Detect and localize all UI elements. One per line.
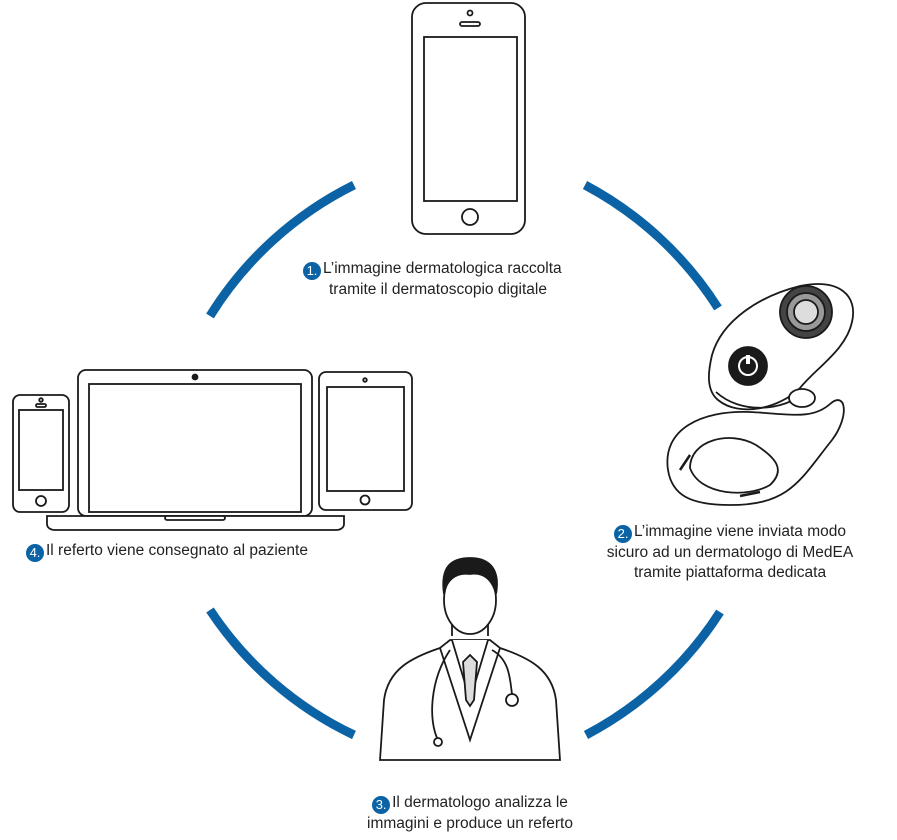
step-2-line-2: sicuro ad un dermatologo di MedEA bbox=[606, 544, 854, 561]
ring-arc-top-left bbox=[206, 180, 357, 319]
cycle-ring bbox=[206, 180, 724, 740]
devices-icon bbox=[12, 369, 413, 531]
step-4-badge: 4. bbox=[26, 544, 44, 562]
step-3-caption: 3.Il dermatologo analizza le immagini e … bbox=[330, 793, 610, 834]
step-4-line-1: Il referto viene consegnato al paziente bbox=[46, 542, 308, 559]
step-2-line-3: tramite piattaforma dedicata bbox=[633, 564, 827, 581]
step-2-line-1: L’immagine viene inviata modo bbox=[634, 523, 846, 540]
ring-arc-bottom-right bbox=[583, 609, 724, 739]
step-1-line-2: tramite il dermatoscopio digitale bbox=[329, 281, 547, 298]
doctor-icon bbox=[379, 557, 561, 761]
ring-arc-bottom-left bbox=[206, 607, 356, 740]
step-3-badge: 3. bbox=[372, 796, 391, 814]
step-3-line-2: immagini e produce un referto bbox=[367, 815, 573, 832]
step-4-caption: 4.Il referto viene consegnato al pazient… bbox=[26, 541, 308, 562]
smartphone-icon bbox=[411, 2, 526, 235]
step-1-badge: 1. bbox=[303, 262, 321, 280]
step-2-badge: 2. bbox=[614, 525, 633, 543]
ring-arc-top-right bbox=[582, 181, 722, 311]
step-3-line-1: Il dermatologo analizza le bbox=[392, 794, 568, 811]
step-1-caption: 1.L’immagine dermatologica raccolta tram… bbox=[303, 259, 562, 300]
step-2-caption: 2.L’immagine viene inviata modo sicuro a… bbox=[580, 522, 880, 583]
step-1-line-1: L’immagine dermatologica raccolta bbox=[323, 260, 562, 277]
dermatoscope-icon bbox=[666, 283, 854, 506]
